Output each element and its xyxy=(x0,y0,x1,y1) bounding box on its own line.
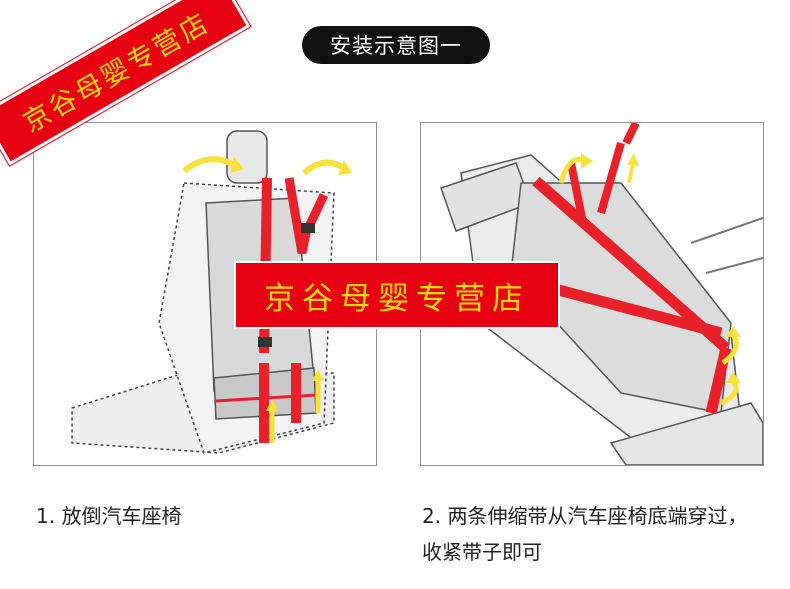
step-2-illustration xyxy=(420,122,764,466)
headrest xyxy=(226,130,268,184)
arrow-icon xyxy=(721,333,739,365)
page-title: 安装示意图一 xyxy=(302,26,490,64)
strap-middle xyxy=(549,282,723,339)
step-1-caption: 1. 放倒汽车座椅 xyxy=(36,504,182,528)
store-watermark-center: 京谷母婴专营店 xyxy=(234,261,560,329)
strap-upper xyxy=(532,176,730,353)
buckle-right xyxy=(301,223,315,233)
strap-lower xyxy=(705,346,732,415)
step-2-caption: 2. 两条伸缩带从汽车座椅底端穿过，收紧带子即可 xyxy=(422,504,748,564)
seat-reclined-drawing xyxy=(440,123,763,465)
seat-base xyxy=(609,402,763,465)
arrow-up-icon xyxy=(627,162,635,184)
strap-right xyxy=(284,177,329,254)
buckle-left xyxy=(258,337,272,347)
arrow-icon xyxy=(182,156,236,174)
arrow-icon xyxy=(301,159,346,176)
